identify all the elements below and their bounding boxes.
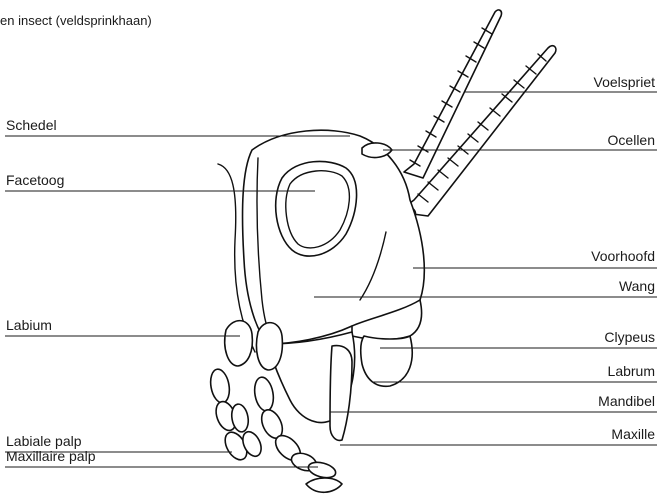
label-labrum: Labrum (608, 363, 655, 379)
maxilla (330, 346, 352, 441)
label-schedel: Schedel (6, 117, 57, 133)
label-voorhoofd: Voorhoofd (591, 248, 655, 264)
label-clypeus: Clypeus (604, 329, 655, 345)
antenna-left (404, 10, 501, 178)
label-maxille: Maxille (611, 426, 655, 442)
label-mandibel: Mandibel (598, 393, 655, 409)
label-labium: Labium (6, 317, 52, 333)
labrum (361, 336, 413, 386)
label-wang: Wang (619, 278, 655, 294)
label-facetoog: Facetoog (6, 172, 64, 188)
label-voelspriet: Voelspriet (594, 74, 655, 90)
antenna-right (398, 46, 556, 216)
label-ocellen: Ocellen (608, 132, 655, 148)
label-labiale-palp: Labiale palp (6, 433, 82, 449)
label-maxillaire-palp: Maxillaire palp (6, 448, 95, 464)
